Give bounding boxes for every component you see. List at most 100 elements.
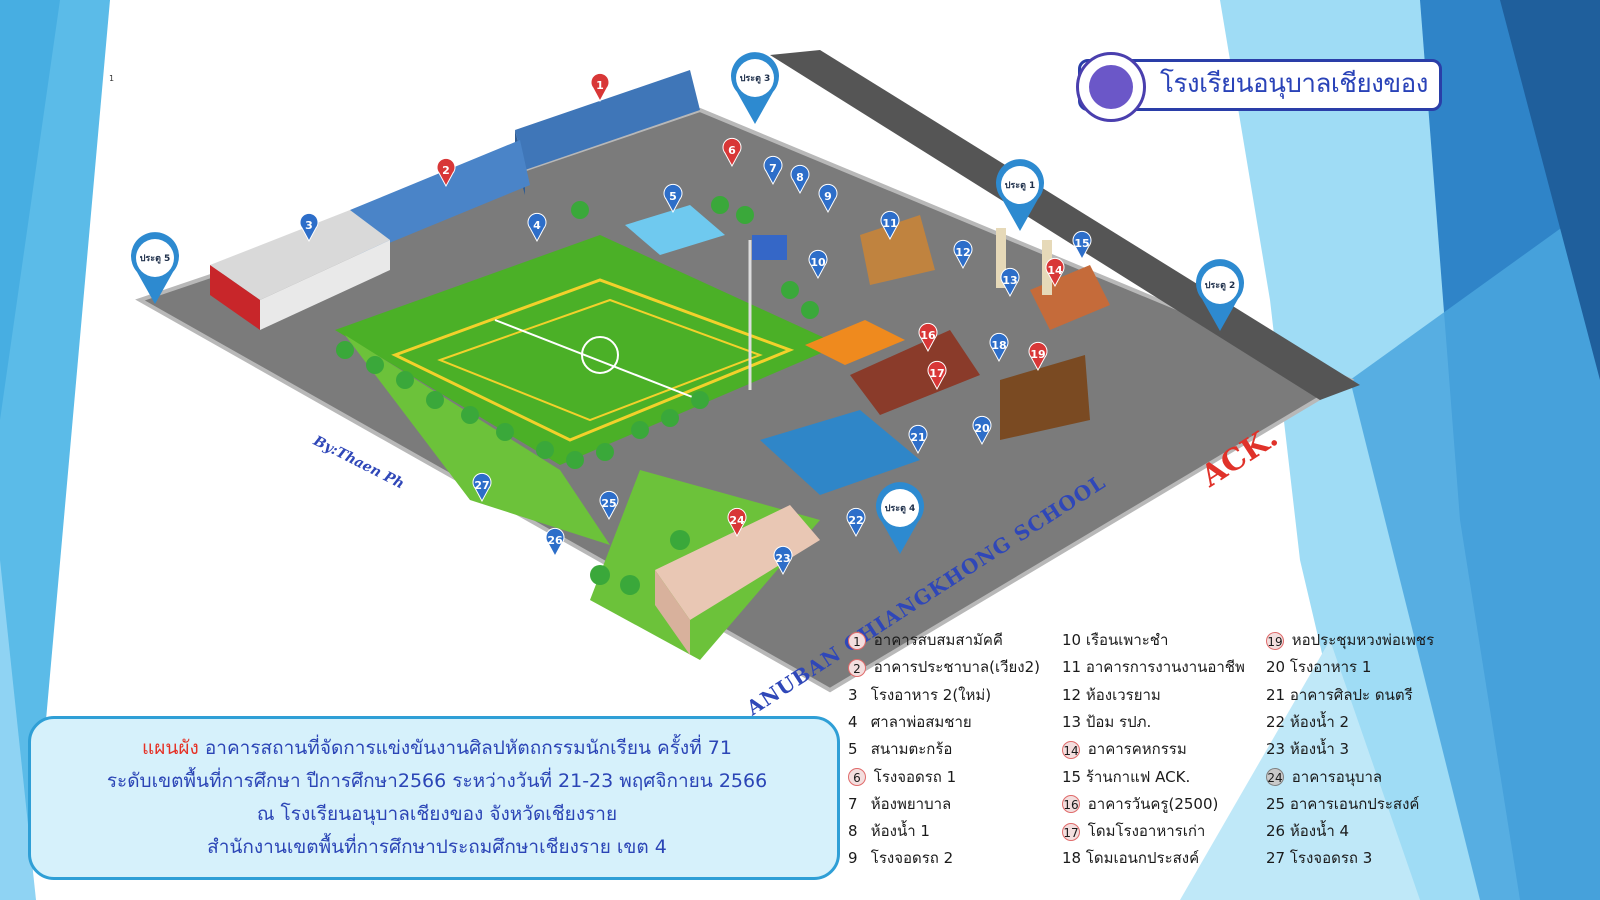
legend-item-14: 14 อาคารคหกรรม: [1062, 737, 1187, 761]
legend-label: ศาลาพ่อสมชาย: [866, 712, 972, 731]
legend-item-17: 17 โดมโรงอาหารเก่า: [1062, 819, 1205, 843]
info-line-2: ระดับเขตพื้นที่การศึกษา ปีการศึกษา2566 ร…: [106, 770, 768, 792]
map-pin-24[interactable]: 24: [727, 507, 747, 538]
legend-label: อาคารวันครู(2500): [1083, 794, 1219, 813]
gate-label: ประตู 1: [1005, 180, 1036, 191]
map-pin-label: 21: [910, 431, 925, 444]
legend-number: 18: [1062, 849, 1082, 868]
map-pin-label: 12: [955, 246, 970, 259]
map-pin-10[interactable]: 10: [808, 249, 828, 280]
map-pin-19[interactable]: 19: [1028, 341, 1048, 372]
gate-marker[interactable]: ประตู 4: [876, 482, 924, 554]
lower-lawn: [345, 335, 610, 545]
map-pin-6[interactable]: 6: [722, 137, 742, 168]
map-pin-label: 25: [601, 497, 616, 510]
gate-arch: [996, 228, 1006, 288]
legend-item-9: 9 โรงจอดรถ 2: [848, 846, 953, 870]
map-pin-20[interactable]: 20: [972, 415, 992, 446]
map-pin-9[interactable]: 9: [818, 183, 838, 214]
map-pin-label: 1: [596, 79, 604, 92]
legend-number: 21: [1266, 685, 1286, 704]
school-crest-icon: [1076, 52, 1146, 122]
map-pin-label: 24: [729, 514, 745, 527]
map-pin-18[interactable]: 18: [989, 332, 1009, 363]
legend-number: 23: [1266, 740, 1286, 759]
map-pin-12[interactable]: 12: [953, 239, 973, 270]
legend-item-7: 7 ห้องพยาบาล: [848, 792, 951, 816]
legend-item-12: 12 ห้องเวรยาม: [1062, 683, 1161, 707]
map-pin-7[interactable]: 7: [763, 155, 783, 186]
gate-marker[interactable]: ประตู 2: [1196, 259, 1244, 331]
volleyball-court: [805, 320, 905, 365]
legend-number: 26: [1266, 822, 1286, 841]
info-plan-word: แผนผัง: [142, 737, 199, 759]
map-pin-label: 14: [1047, 264, 1063, 277]
map-pin-5[interactable]: 5: [663, 183, 683, 214]
map-pin-3[interactable]: 3: [299, 212, 319, 243]
flag: [752, 235, 787, 260]
info-line-1: แผนผัง อาคารสถานที่จัดการแข่งขันงานศิลปห…: [31, 733, 843, 763]
legend-number: 15: [1062, 767, 1082, 786]
legend-label: อาคารศิลปะ ดนตรี: [1285, 685, 1413, 704]
map-pin-26[interactable]: 26: [545, 527, 565, 558]
legend-item-21: 21 อาคารศิลปะ ดนตรี: [1266, 683, 1413, 707]
legend-number: 4: [848, 712, 858, 731]
map-pin-17[interactable]: 17: [927, 360, 947, 391]
map-pin-27[interactable]: 27: [472, 472, 492, 503]
legend-number: 24: [1266, 768, 1284, 786]
map-pin-14[interactable]: 14: [1045, 257, 1065, 288]
legend-label: ป้อม รปภ.: [1081, 712, 1152, 731]
legend-item-2: 2 อาคารประชาบาล(เวียง2): [848, 655, 1040, 679]
basketball-court: [760, 410, 920, 495]
map-pin-label: 11: [882, 217, 897, 230]
map-pin-label: 6: [728, 144, 736, 157]
legend-label: หอประชุมหวงพ่อเพชร: [1287, 631, 1435, 649]
gate-marker[interactable]: ประตู 3: [731, 52, 780, 125]
map-pin-8[interactable]: 8: [790, 164, 810, 195]
gate-marker[interactable]: ประตู 5: [131, 232, 179, 304]
gate-marker[interactable]: ประตู 1: [996, 159, 1044, 231]
legend-number: 22: [1266, 712, 1286, 731]
legend-label: อาคารประชาบาล(เวียง2): [869, 658, 1040, 677]
legend-number: 2: [848, 658, 866, 677]
map-pin-label: 3: [305, 219, 313, 232]
legend-label: ห้องน้ำ 1: [866, 822, 930, 841]
legend-item-8: 8 ห้องน้ำ 1: [848, 819, 930, 843]
gate-label: ประตู 5: [140, 253, 171, 264]
legend-number: 3: [848, 685, 858, 704]
map-pin-label: 7: [769, 162, 777, 175]
map-pin-22[interactable]: 22: [846, 507, 866, 538]
legend-label: โดมโรงอาหารเก่า: [1083, 822, 1206, 841]
legend-item-4: 4 ศาลาพ่อสมชาย: [848, 710, 972, 734]
legend-number: 11: [1062, 658, 1082, 677]
map-pin-4[interactable]: 4: [527, 212, 547, 243]
trees: [336, 196, 819, 595]
map-pin-15[interactable]: 15: [1072, 230, 1092, 261]
legend-item-27: 27 โรงจอดรถ 3: [1266, 846, 1372, 870]
legend-label: โรงอาหาร 2(ใหม่): [866, 685, 992, 704]
map-pin-label: 27: [474, 479, 489, 492]
map-pin-25[interactable]: 25: [599, 490, 619, 521]
legend-number: 10: [1062, 631, 1082, 649]
legend-label: ร้านกาแฟ ACK.: [1081, 767, 1191, 786]
map-pin-2[interactable]: 2: [436, 157, 456, 188]
map-pin-label: 20: [974, 422, 990, 435]
map-pin-23[interactable]: 23: [773, 545, 793, 576]
info-line-1-text: อาคารสถานที่จัดการแข่งขันงานศิลปหัตถกรรม…: [198, 737, 732, 759]
map-pin-21[interactable]: 21: [908, 424, 928, 455]
legend-label: ห้องน้ำ 4: [1285, 822, 1350, 841]
legend-number: 7: [848, 794, 858, 813]
takraw-court: [625, 205, 725, 255]
map-pin-label: 5: [669, 190, 677, 203]
map-pin-1[interactable]: 1: [590, 72, 610, 103]
legend-label: อาคารเอนกประสงค์: [1285, 794, 1420, 813]
map-pin-16[interactable]: 16: [918, 322, 938, 353]
legend-label: อาคารสบสมสามัคคี: [869, 631, 1003, 649]
map-pin-11[interactable]: 11: [880, 210, 900, 241]
legend-item-13: 13 ป้อม รปภ.: [1062, 710, 1151, 734]
legend-item-22: 22 ห้องน้ำ 2: [1266, 710, 1349, 734]
map-pin-13[interactable]: 13: [1000, 267, 1020, 298]
legend-item-16: 16 อาคารวันครู(2500): [1062, 792, 1218, 816]
legend-label: ห้องเวรยาม: [1081, 685, 1161, 704]
legend-label: โรงจอดรถ 2: [866, 849, 954, 868]
